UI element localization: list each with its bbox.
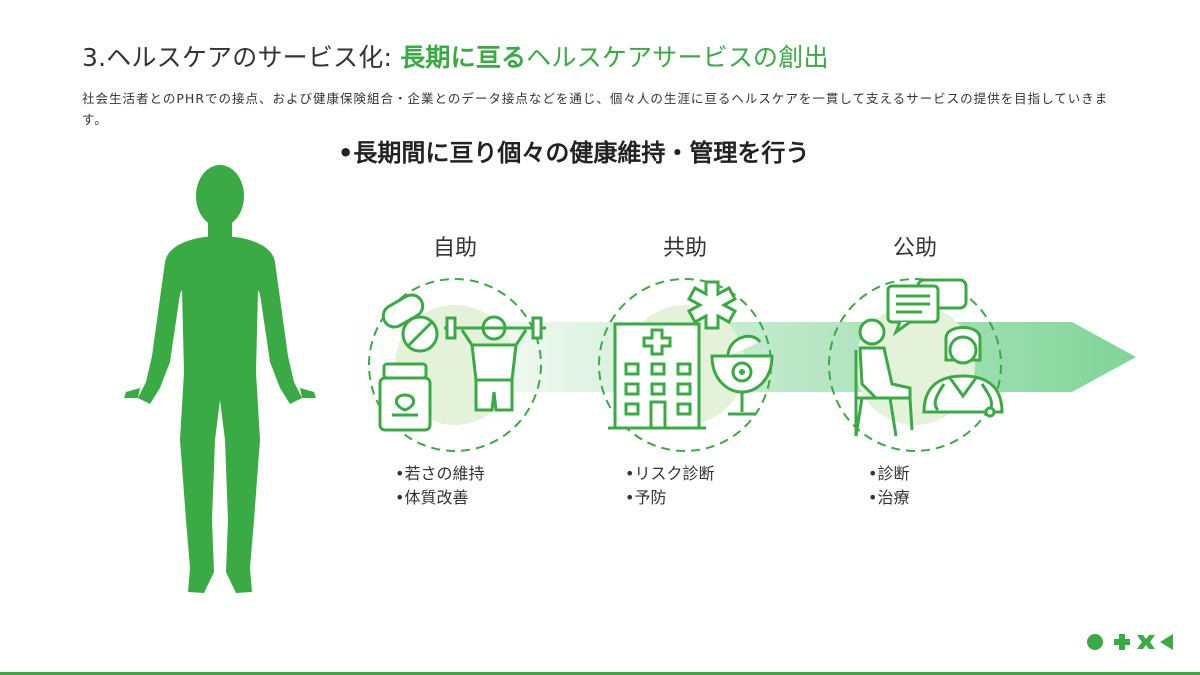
patient-chair-icon — [854, 318, 914, 437]
chat-bubble-icon — [886, 278, 968, 337]
title-emphasis: 長期に亘る — [400, 43, 527, 72]
footer-divider — [0, 672, 1200, 675]
company-logo-icon — [1087, 634, 1173, 650]
title-prefix: 3.ヘルスケアのサービス化: — [82, 43, 401, 72]
human-silhouette-icon — [124, 165, 316, 593]
list-item: •体質改善 — [395, 488, 469, 507]
list-item: •治療 — [868, 488, 910, 507]
title-accent: ヘルスケアサービスの創出 — [526, 43, 829, 72]
list-item: •リスク診断 — [625, 464, 715, 483]
mutual-help-bullets: •リスク診断 •予防 — [625, 462, 714, 510]
hospital-building-icon — [608, 322, 706, 430]
page-title: 3.ヘルスケアのサービス化: 長期に亘るヘルスケアサービスの創出 — [82, 38, 829, 74]
pills-icon — [381, 293, 439, 353]
subheading: •長期間に亘り個々の健康維持・管理を行う — [338, 139, 810, 167]
medical-star-icon — [686, 280, 738, 330]
list-item: •若さの維持 — [395, 464, 485, 483]
weightlifter-icon — [444, 315, 546, 412]
doctor-icon — [922, 326, 1004, 418]
list-item: •診断 — [868, 464, 910, 483]
public-help-bullets: •診断 •治療 — [868, 462, 909, 510]
public-help-title: 公助 — [892, 236, 937, 261]
medical-bowl-icon — [710, 334, 774, 416]
list-item: •予防 — [625, 488, 667, 507]
supplement-jar-icon — [378, 362, 432, 432]
description-text: 社会生活者とのPHRでの接点、および健康保険組合・企業とのデータ接点などを通じ、… — [82, 91, 1109, 127]
self-help-bullets: •若さの維持 •体質改善 — [395, 462, 484, 510]
self-help-title: 自助 — [432, 236, 477, 261]
mutual-help-title: 共助 — [662, 236, 707, 261]
